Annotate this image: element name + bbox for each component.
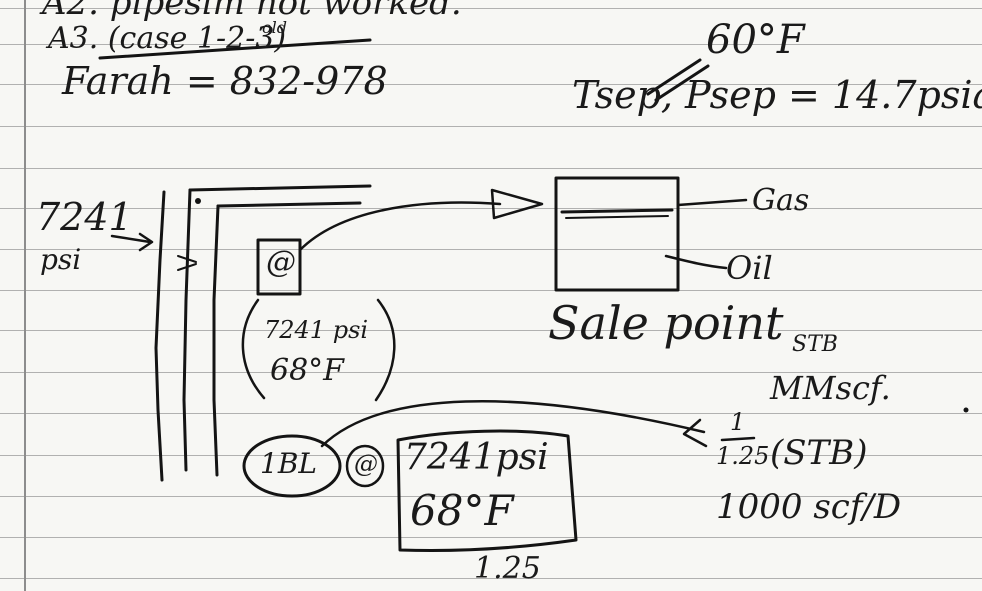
units-mmscf: MMscf. xyxy=(770,372,891,404)
label-oil: Oil xyxy=(726,252,773,284)
gas-rate: 1000 scf/D xyxy=(716,490,901,524)
mid-pressure: 7241 psi xyxy=(264,318,368,342)
bbl-label: 1BL xyxy=(260,450,317,478)
stb-paren: (STB) xyxy=(770,436,867,470)
note-sep-conditions: Tsep, Psep = 14.7psia xyxy=(572,76,982,114)
mid-temp: 68°F xyxy=(270,356,344,386)
box-pressure: 7241psi xyxy=(404,440,549,476)
units-stb: STB xyxy=(792,334,838,356)
upper-at-symbol: @ xyxy=(266,248,296,278)
fraction-numerator: 1 xyxy=(730,410,745,434)
note-60f: 60°F xyxy=(706,20,805,60)
below-box-value: 1.25 xyxy=(474,554,541,584)
left-pressure-value: 7241 xyxy=(36,198,133,236)
label-sale-point: Sale point xyxy=(548,300,783,346)
left-pressure-unit: psi xyxy=(40,246,81,274)
lower-at-symbol: @ xyxy=(354,452,378,476)
fraction-denominator: 1.25 xyxy=(716,444,769,468)
label-gas: Gas xyxy=(752,186,809,216)
note-farah: Farah = 832-978 xyxy=(62,62,388,100)
note-a3: A3. (case 1-2-3) xyxy=(48,24,286,54)
note-a2: A2. pipesim not worked. xyxy=(42,0,462,20)
box-temp: 68°F xyxy=(410,490,514,532)
